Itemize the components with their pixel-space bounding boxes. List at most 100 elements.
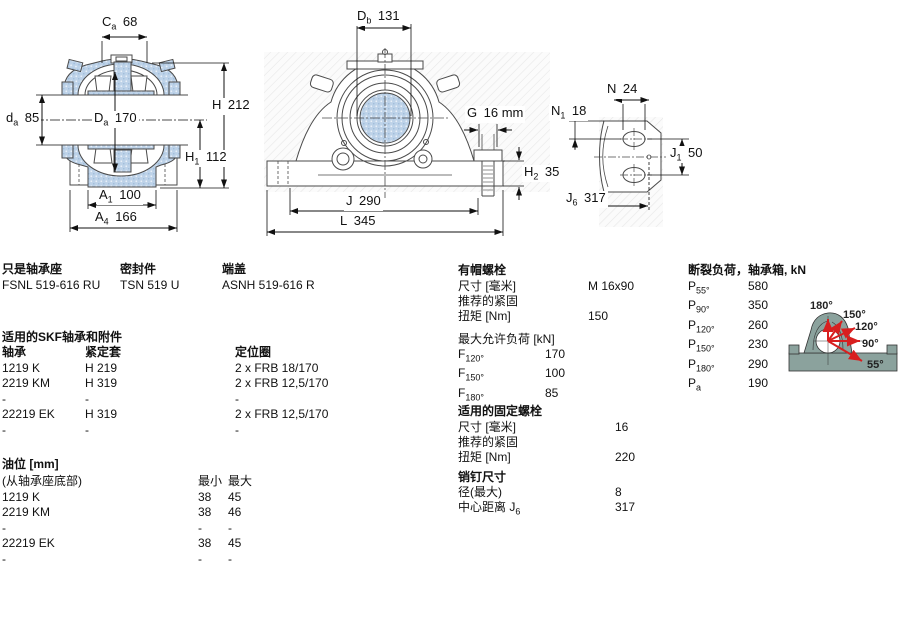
spec-label: 中心距离 J6 xyxy=(458,500,521,517)
table-cell: 2 x FRB 18/170 xyxy=(235,360,319,375)
spec-value: 150 xyxy=(588,309,609,323)
spec-label: 扭矩 [Nm] xyxy=(458,450,511,464)
spec-row: 中心距离 J6 317 xyxy=(458,500,635,519)
spec-label: P150° xyxy=(688,337,715,354)
spec-label: 径(最大) xyxy=(458,485,502,499)
column-header: 最小 xyxy=(198,474,223,488)
part-housing-value: FSNL 519-616 RU xyxy=(2,278,101,292)
spec-value: 317 xyxy=(615,500,636,514)
spec-row: 推荐的紧固 xyxy=(458,294,634,309)
breaking-load-title: 断裂负荷，轴承箱, kN xyxy=(688,263,807,277)
part-end-cover: 端盖 ASNH 519-616 R xyxy=(222,261,315,293)
table-cell: - xyxy=(198,520,202,535)
oil-level-grid: (从轴承座底部) 最小 最大 1219 K 38 45 2219 KM 38 4… xyxy=(2,474,252,567)
spec-label: 扭矩 [Nm] xyxy=(458,309,511,323)
table-cell: - xyxy=(2,520,6,535)
part-seal-label: 密封件 xyxy=(120,262,157,276)
dim-label-db: Db 131 xyxy=(355,8,402,26)
dim-label-j6: J6 317 xyxy=(564,190,608,208)
dim-label-g: G 16 mm xyxy=(465,106,526,123)
spec-row: F150° 100 xyxy=(458,366,565,385)
dim-label-j: J 290 xyxy=(344,194,383,211)
spec-value: 580 xyxy=(748,279,769,293)
base-plan-drawing xyxy=(594,117,666,227)
table-cell: - xyxy=(85,422,89,437)
angle-label-120: 120° xyxy=(855,321,878,333)
spec-row: P55° 580 xyxy=(688,279,806,298)
spec-label: 推荐的紧固 xyxy=(458,435,519,449)
table-cell: 1219 K xyxy=(2,489,41,504)
table-cell: - xyxy=(2,422,6,437)
spec-row: 扭矩 [Nm] 220 xyxy=(458,450,635,465)
spec-label: Pa xyxy=(688,375,702,393)
spec-value: 8 xyxy=(615,485,622,499)
load-direction-diagram xyxy=(788,312,898,372)
spec-value: 100 xyxy=(545,366,566,381)
angle-label-180: 180° xyxy=(810,300,833,312)
table-cell: 2 x FRB 12,5/170 xyxy=(235,407,329,421)
spec-label: F180° xyxy=(458,385,484,403)
angle-label-90: 90° xyxy=(862,338,879,350)
section-view-dimensions xyxy=(34,34,229,232)
spec-label: P180° xyxy=(688,356,715,373)
dim-label-j1: J1 50 xyxy=(668,145,705,163)
spec-label: P55° xyxy=(688,279,710,296)
spec-label: 推荐的紧固 xyxy=(458,294,519,308)
spec-row: 尺寸 [毫米]M 16x90 xyxy=(458,279,634,294)
angle-label-150: 150° xyxy=(843,309,866,321)
table-cell: - xyxy=(235,422,239,437)
table-cell: H 319 xyxy=(85,376,118,390)
spec-value: 260 xyxy=(748,317,769,332)
spec-row: 径(最大) 8 xyxy=(458,485,635,500)
table-cell: 45 xyxy=(228,536,242,550)
spec-row: P150°230 xyxy=(688,337,806,356)
table-cell: 22219 EK xyxy=(2,407,55,421)
table-cell: - xyxy=(198,551,202,566)
part-seal: 密封件 TSN 519 U xyxy=(120,261,179,293)
front-view-drawing xyxy=(264,48,550,198)
spec-label: F120° xyxy=(458,347,484,364)
spec-label: F150° xyxy=(458,366,484,383)
column-header: 轴承 xyxy=(2,345,27,359)
spec-label: 尺寸 [毫米] xyxy=(458,279,517,293)
part-housing-label: 只是轴承座 xyxy=(2,262,63,276)
spec-value: 16 xyxy=(615,420,629,434)
spec-value: 85 xyxy=(545,385,559,400)
column-header: 紧定套 xyxy=(85,345,122,359)
column-header: 定位圈 xyxy=(235,345,272,359)
table-cell: 45 xyxy=(228,489,242,504)
load-direction-arrows xyxy=(822,319,863,362)
breaking-load-section: 断裂负荷，轴承箱, kN P55°580 P90°350 P120°260 P1… xyxy=(688,262,806,395)
fixing-bolts-title: 适用的固定螺栓 xyxy=(458,404,543,418)
spec-value: 220 xyxy=(615,450,636,464)
fixing-bolts-section: 适用的固定螺栓 尺寸 [毫米]16 推荐的紧固 扭矩 [Nm] 220 xyxy=(458,403,635,465)
spec-label: P90° xyxy=(688,298,710,315)
dim-label-da-cap: Da 170 xyxy=(92,110,139,128)
table-cell: 1219 K xyxy=(2,360,41,375)
table-cell: 38 xyxy=(198,536,212,550)
bearings-table-title: 适用的SKF轴承和附件 xyxy=(2,330,123,344)
spec-value: 350 xyxy=(748,298,769,313)
cap-bolts-section: 有帽螺栓 尺寸 [毫米]M 16x90 推荐的紧固 扭矩 [Nm] 150 xyxy=(458,262,634,324)
cap-bolts-title: 有帽螺栓 xyxy=(458,263,507,277)
spec-row: F180° 85 xyxy=(458,386,565,405)
table-cell: - xyxy=(235,391,239,406)
front-view-dimensions xyxy=(266,24,524,236)
part-seal-value: TSN 519 U xyxy=(120,278,180,292)
table-cell: 38 xyxy=(198,505,212,519)
table-cell: H 219 xyxy=(85,360,118,375)
bearings-table: 适用的SKF轴承和附件 轴承 紧定套 定位圈 1219 K H 219 2 x … xyxy=(2,329,328,438)
part-end-cover-value: ASNH 519-616 R xyxy=(222,278,315,292)
column-header: 最大 xyxy=(228,474,253,488)
dim-label-da: da 85 xyxy=(4,110,42,128)
oil-level-title: 油位 [mm] xyxy=(2,457,59,471)
table-cell: 46 xyxy=(228,505,242,519)
spec-row: P90° 350 xyxy=(688,298,806,317)
table-cell: 22219 EK xyxy=(2,536,55,550)
part-end-cover-label: 端盖 xyxy=(222,262,247,276)
max-load-title: 最大允许负荷 [kN] xyxy=(458,332,555,346)
dim-label-h2: H2 35 xyxy=(522,164,562,182)
spec-row: 尺寸 [毫米]16 xyxy=(458,420,635,435)
